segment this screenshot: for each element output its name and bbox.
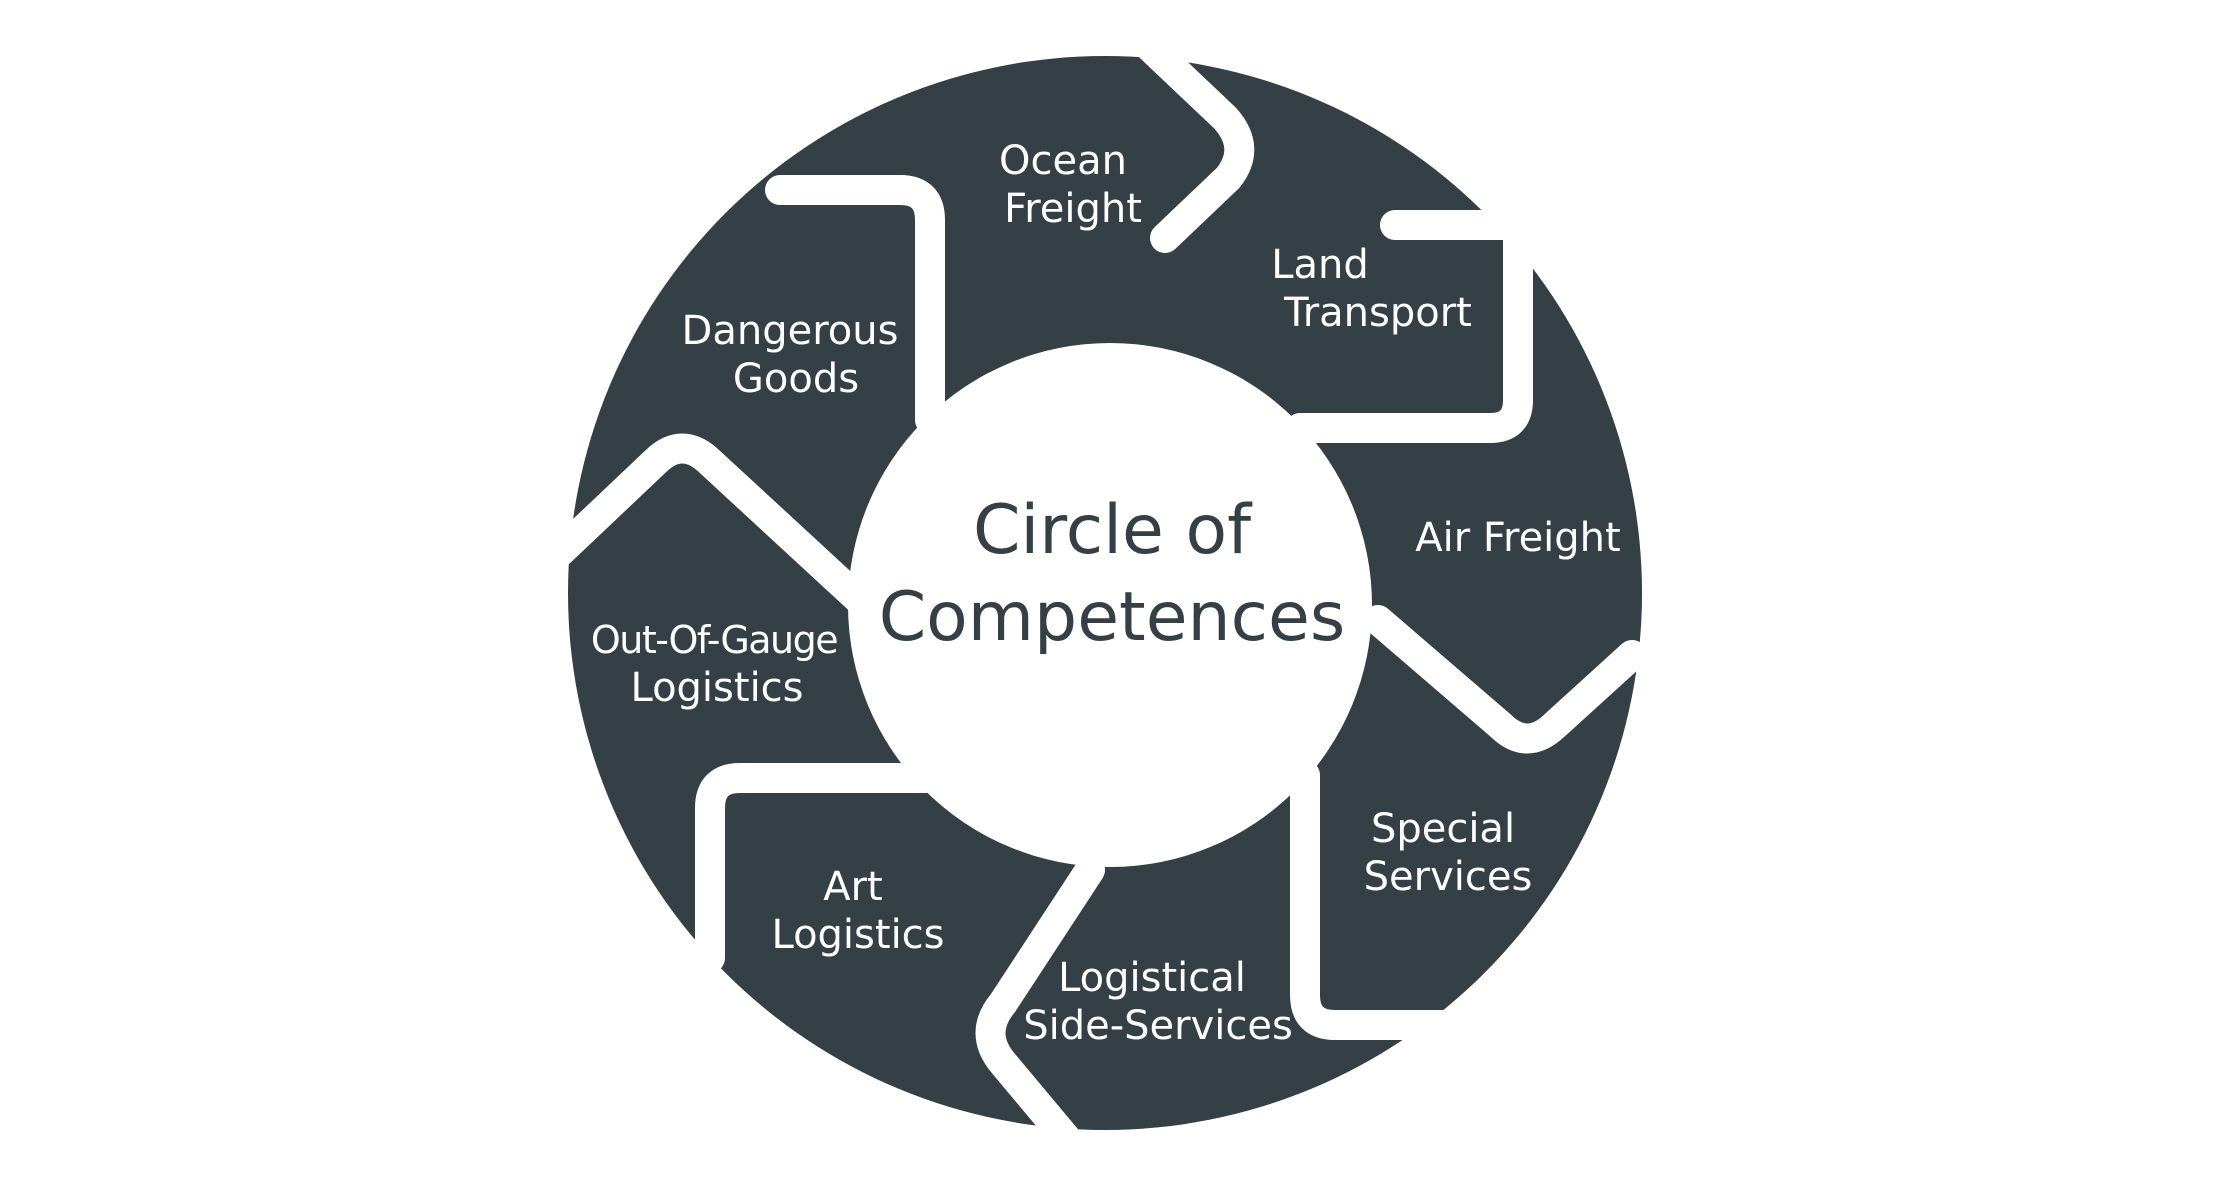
segment-label-line-1: Out-Of-Gauge: [591, 618, 837, 662]
center-title-line-1: Circle of: [973, 491, 1253, 570]
segment-gaps: [545, 13, 1647, 1170]
segment-dangerous-goods: Dangerous Goods: [682, 308, 899, 402]
segment-label-line-2: Freight: [1004, 186, 1142, 232]
segment-label-line-1: Art: [823, 864, 883, 910]
segment-label-line-1: Land: [1271, 242, 1369, 288]
segment-art-logistics: Art Logistics: [771, 864, 944, 958]
segment-out-of-gauge-logistics: Out-Of-Gauge Logistics: [591, 618, 839, 711]
segment-label-line-1: Air Freight: [1415, 515, 1620, 561]
segment-label-line-2: Side-Services: [1023, 1003, 1293, 1049]
segment-label-line-2: Transport: [1283, 290, 1472, 336]
segment-label-line-2: Logistics: [630, 665, 803, 711]
segment-label-line-2: Logistics: [771, 912, 944, 958]
segment-label-line-1: Dangerous: [682, 308, 899, 354]
center-disc: [848, 343, 1372, 867]
segment-label-line-1: Ocean: [999, 138, 1127, 184]
segment-logistical-side-services: Logistical Side-Services: [1023, 955, 1293, 1049]
center-title-line-2: Competences: [879, 578, 1346, 657]
segment-air-freight: Air Freight: [1415, 515, 1620, 561]
segment-ocean-freight: Ocean Freight: [999, 138, 1142, 232]
segment-label-line-2: Services: [1364, 854, 1533, 900]
segment-label-line-1: Special: [1371, 806, 1515, 852]
segment-special-services: Special Services: [1364, 806, 1533, 900]
segment-land-transport: Land Transport: [1271, 242, 1472, 336]
segment-label-line-1: Logistical: [1058, 955, 1246, 1001]
segment-label-line-2: Goods: [733, 356, 859, 402]
